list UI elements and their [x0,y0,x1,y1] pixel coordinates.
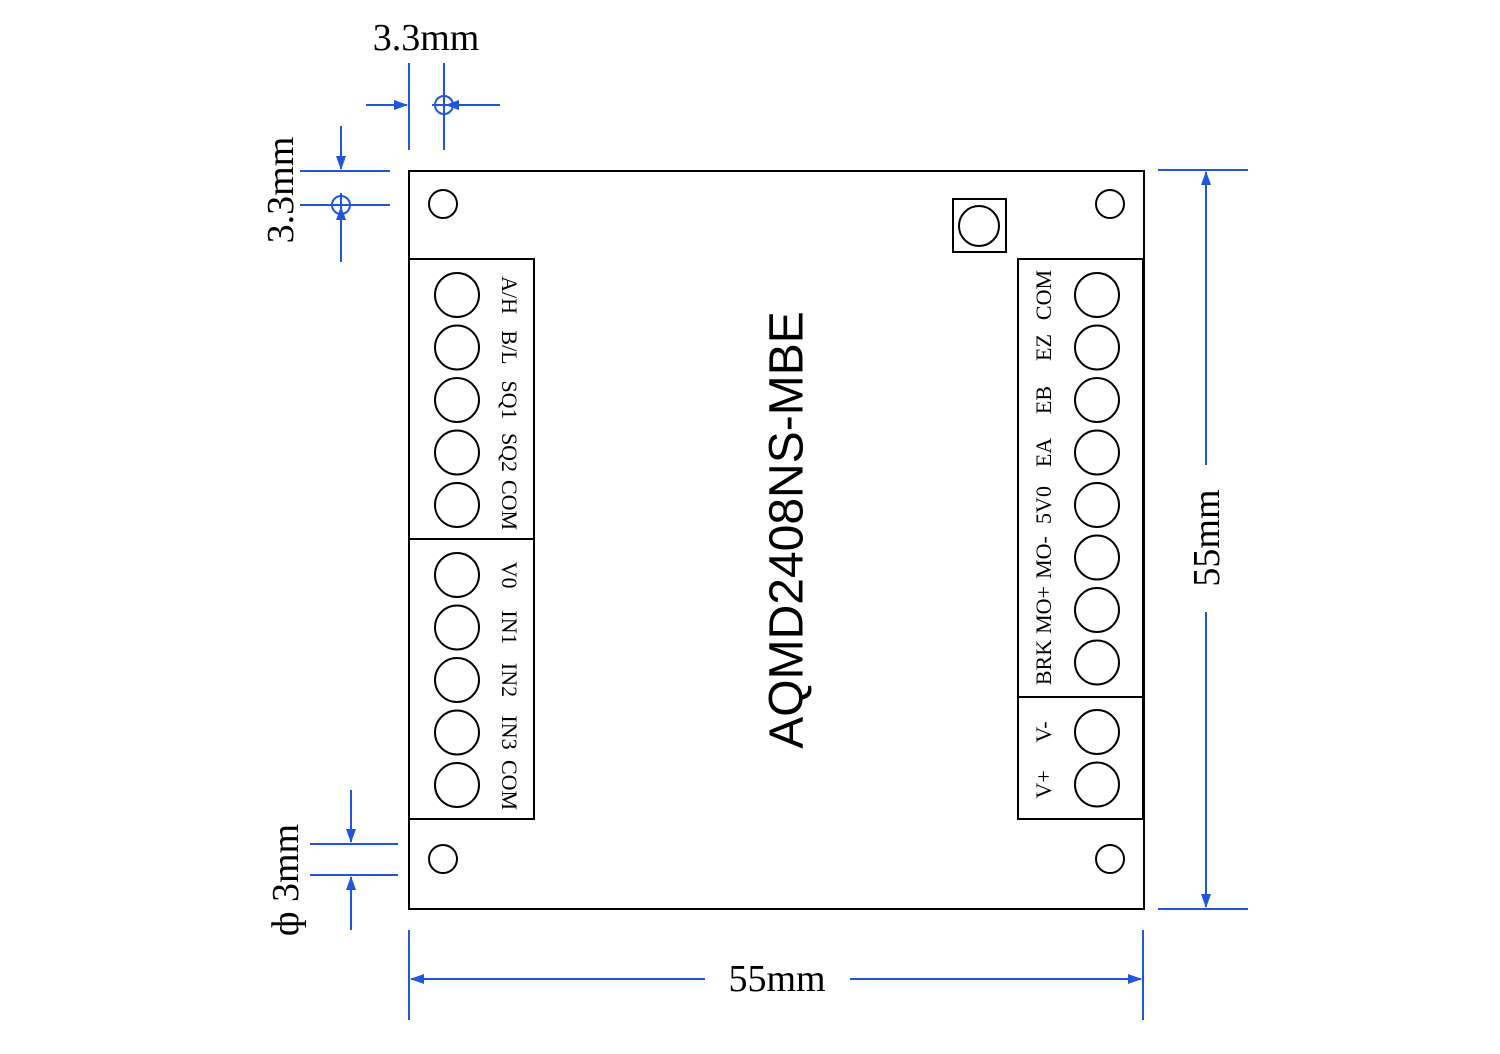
terminal-screw [1074,639,1120,686]
dim-hole-diameter: ф 3mm [265,790,398,936]
terminal-label: B/L [497,330,522,364]
dim-width-label: 55mm [728,958,825,1000]
dim-hole-offset-y-label: 3.3mm [260,137,302,244]
terminal-screw [434,762,480,808]
terminal-label: COM [1031,270,1056,320]
terminal-label: EZ [1031,334,1056,361]
terminal-label: IN3 [497,715,522,749]
dim-hole-offset-y: 3.3mm [260,126,390,262]
terminal-screw [434,377,480,423]
model-label: AQMD2408NS-MBE [761,311,814,748]
terminal-label: IN2 [497,663,522,697]
terminal-screw [434,552,480,598]
terminal-label: V+ [1031,770,1056,798]
terminal-screw [434,429,480,476]
mounting-hole-top-right [1095,189,1125,219]
terminal-screw [1074,324,1120,371]
dim-height: 55mm [1158,169,1248,910]
terminal-screw [434,604,480,651]
dim-width: 55mm [408,930,1144,1020]
right-terminal-block-power [1017,696,1144,820]
terminal-label: V- [1031,721,1056,742]
dim-hole-offset-x: 3.3mm [366,17,500,150]
push-button [958,205,1000,247]
terminal-screw [1074,272,1120,318]
terminal-screw [434,324,480,371]
dim-hole-offset-x-label: 3.3mm [373,17,480,59]
terminal-screw [434,657,480,703]
terminal-screw [434,482,480,528]
dim-hole-diameter-label: ф 3mm [265,824,307,936]
terminal-label: EB [1031,386,1056,414]
terminal-screw [1074,761,1120,808]
terminal-label: A/H [497,276,522,314]
terminal-screw [1074,429,1120,476]
terminal-label: SQ1 [497,380,522,419]
terminal-screw [1074,377,1120,423]
terminal-label: BRK [1031,640,1056,685]
terminal-screw [1074,709,1120,755]
terminal-screw [1074,587,1120,633]
terminal-label: MO+ [1031,586,1056,634]
terminal-label: COM [497,480,522,530]
mounting-hole-top-left [428,189,458,219]
terminal-label: 5V0 [1031,486,1056,524]
mounting-hole-bottom-left [428,844,458,874]
left-terminal-block-bottom [408,538,535,820]
terminal-label: SQ2 [497,433,522,472]
terminal-label: V0 [497,562,522,589]
dim-height-label: 55mm [1186,489,1228,586]
terminal-label: EA [1031,438,1056,467]
mounting-hole-bottom-right [1095,844,1125,874]
terminal-screw [1074,534,1120,581]
terminal-screw [434,709,480,756]
terminal-label: IN1 [497,610,522,644]
terminal-label: MO- [1031,536,1056,579]
terminal-screw [434,272,480,318]
terminal-label: COM [497,760,522,810]
terminal-screw [1074,482,1120,528]
push-button-housing [952,198,1007,253]
